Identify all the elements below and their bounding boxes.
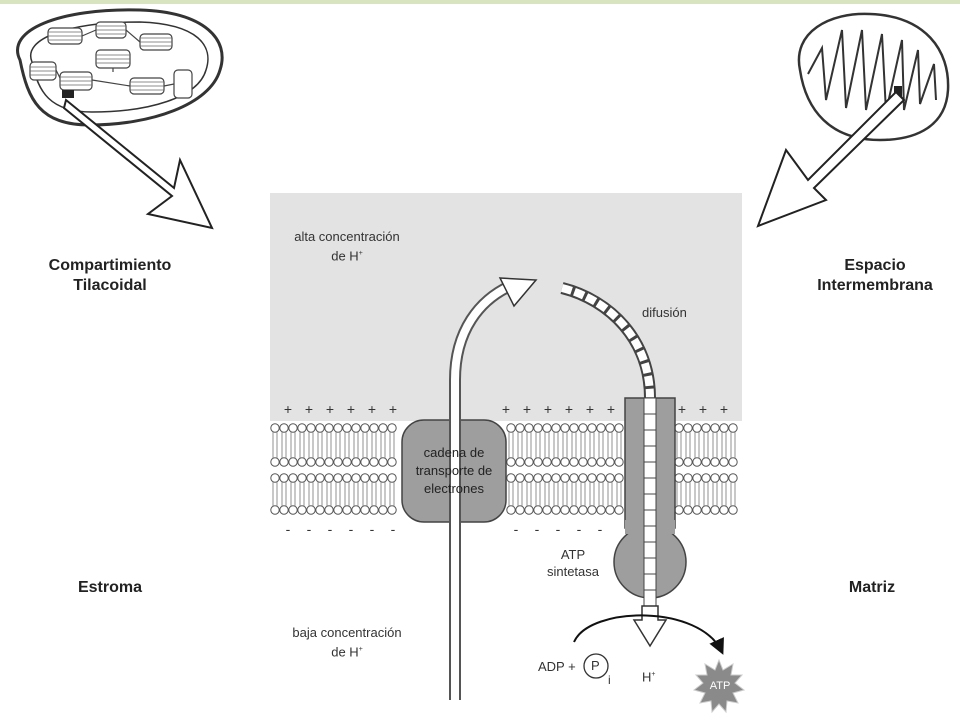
high-concentration-text: alta concentración de H+ [282, 228, 412, 264]
top-accent-band [0, 0, 960, 4]
plus-sign: + [305, 401, 313, 417]
plus-sign: + [699, 401, 707, 417]
plus-sign: + [523, 401, 531, 417]
intermembrane-label-line1: Espacio [844, 257, 906, 274]
adp-plus-text: ADP + [538, 659, 576, 674]
plus-sign: + [544, 401, 552, 417]
atp-synthase-line2: sintetasa [546, 564, 600, 579]
atp-starburst [692, 658, 746, 714]
right-top-label: Espacio Intermembrana [800, 256, 950, 296]
phosphate-i-text: i [608, 673, 611, 687]
atp-synthase-label: ATP sintetasa [538, 546, 608, 580]
plus-sign: + [389, 401, 397, 417]
high-conc-line2: de H+ [331, 248, 363, 264]
chloroplast-illustration [16, 8, 224, 127]
intermembrane-label-line2: Intermembrana [817, 277, 933, 294]
plus-sign: + [368, 401, 376, 417]
low-concentration-text: baja concentración de H+ [280, 624, 414, 660]
plus-sign: + [565, 401, 573, 417]
etc-line3: electrones [424, 481, 484, 496]
high-concentration-region [270, 193, 742, 421]
minus-sign: - [598, 521, 603, 537]
plus-sign: + [586, 401, 594, 417]
charge-signs: +++++++++++++++----------- [284, 401, 728, 537]
adp-to-atp-arrow [573, 614, 724, 655]
lipid-bilayer [270, 423, 738, 515]
proton-exit-arrow [632, 605, 668, 648]
chloroplast-zoom-arrow [62, 98, 214, 230]
high-conc-line1: alta concentración [294, 229, 400, 244]
atp-product-label: ATP [709, 680, 731, 692]
low-conc-line1: baja concentración [292, 625, 402, 640]
minus-sign: - [391, 521, 396, 537]
minus-sign: - [535, 521, 540, 537]
stroma-label: Estroma [77, 579, 143, 596]
plus-sign: + [347, 401, 355, 417]
minus-sign: - [286, 521, 291, 537]
minus-sign: - [514, 521, 519, 537]
etc-label: cadena de transporte de electrones [404, 444, 504, 498]
minus-sign: - [556, 521, 561, 537]
etc-line2: transporte de [415, 463, 493, 478]
proton-pump-arrowhead [498, 277, 538, 308]
plus-sign: + [607, 401, 615, 417]
thylakoid-label-line2: Tilacoidal [73, 277, 147, 294]
minus-sign: - [370, 521, 375, 537]
phosphate-p-text: P [591, 658, 600, 673]
proton-out-label: H+ [642, 669, 656, 685]
minus-sign: - [577, 521, 582, 537]
plus-sign: + [720, 401, 728, 417]
diffusion-label: difusión [642, 305, 687, 320]
mitochondrion-zoom-arrow [756, 90, 906, 228]
thylakoid-label-line1: Compartimiento [48, 257, 172, 274]
left-top-label: Compartimiento Tilacoidal [30, 256, 190, 296]
atp-synthase-line1: ATP [560, 547, 586, 562]
plus-sign: + [502, 401, 510, 417]
low-conc-line2: de H+ [331, 644, 363, 660]
plus-sign: + [284, 401, 292, 417]
plus-sign: + [678, 401, 686, 417]
matrix-label: Matriz [848, 579, 896, 596]
etc-line1: cadena de [423, 445, 485, 460]
minus-sign: - [349, 521, 354, 537]
atp-synthase [613, 397, 687, 648]
minus-sign: - [307, 521, 312, 537]
minus-sign: - [328, 521, 333, 537]
plus-sign: + [326, 401, 334, 417]
phosphate-circle [583, 653, 609, 679]
mitochondrion-illustration [797, 12, 950, 142]
